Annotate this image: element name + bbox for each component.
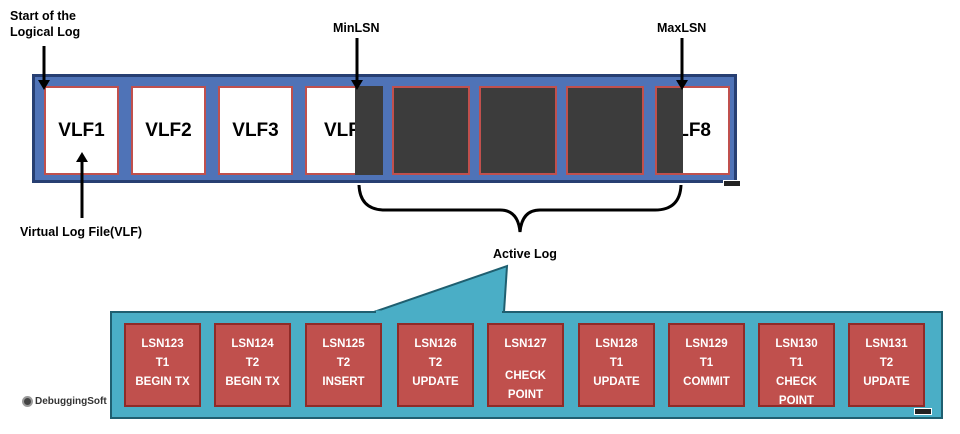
- vlf-5-active: [392, 86, 470, 175]
- active-log-brace: [357, 184, 683, 233]
- brand-text: DebuggingSoft: [35, 396, 107, 407]
- brand-logo-icon: [22, 396, 33, 407]
- watermark-top: [723, 180, 741, 187]
- active-segment-vlf4: [355, 86, 383, 175]
- maxlsn-label: MaxLSN: [657, 21, 707, 35]
- minlsn-label: MinLSN: [333, 21, 380, 35]
- brand-logo: DebuggingSoft: [22, 396, 107, 407]
- vlf-6-active: [479, 86, 557, 175]
- active-log-label: Active Log: [493, 247, 557, 261]
- active-segment-vlf8: [657, 88, 683, 173]
- vlf-label: Virtual Log File(VLF): [20, 225, 142, 239]
- vlf-3: VLF3: [218, 86, 293, 175]
- vlf-7-active: [566, 86, 644, 175]
- callout-wedge: [373, 264, 509, 313]
- start-label: Start of the Logical Log: [10, 9, 81, 39]
- watermark-bottom: [914, 408, 932, 415]
- vlf-2: VLF2: [131, 86, 206, 175]
